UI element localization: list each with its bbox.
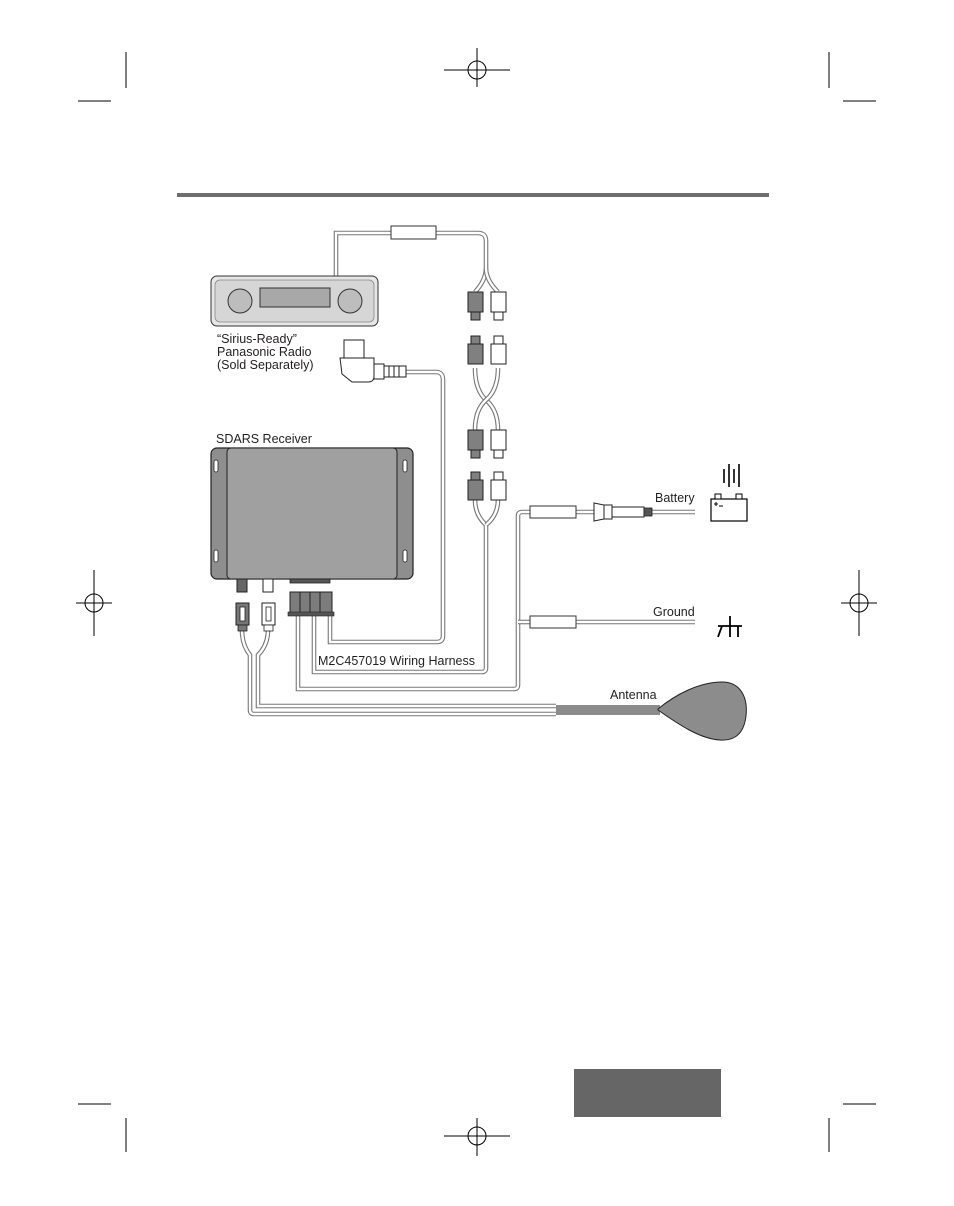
- antenna-label: Antenna: [610, 688, 657, 702]
- battery-plug: [593, 502, 653, 522]
- antenna-port: [236, 578, 248, 593]
- antenna-puck: [657, 681, 747, 741]
- registration-crosshair-icon: [841, 570, 877, 636]
- ground-terminal: [529, 615, 577, 629]
- connector-pair-4: [467, 471, 507, 501]
- din-plug-connector: [339, 339, 407, 383]
- radio-label-line1: “Sirius-Ready”: [217, 332, 297, 346]
- mounting-slot: [213, 549, 219, 563]
- antenna-port: [262, 578, 274, 593]
- harness-label: M2C457019 Wiring Harness: [318, 654, 475, 668]
- radio-label-line2: Panasonic Radio: [217, 345, 312, 359]
- page-tab: [574, 1069, 721, 1117]
- antenna-cable: [556, 705, 660, 715]
- registration-crosshair-icon: [444, 48, 510, 87]
- battery-fuse: [529, 505, 577, 519]
- ground-symbol-icon: [717, 616, 742, 638]
- mounting-slot: [402, 549, 408, 563]
- header-rule: [177, 193, 769, 197]
- battery-label: Battery: [655, 491, 695, 505]
- connector-pair-2: [467, 335, 507, 365]
- antenna-plugs: [235, 602, 276, 632]
- radio-right-knob: [337, 288, 363, 314]
- sdars-receiver: [210, 447, 414, 593]
- wires: [239, 230, 695, 717]
- harness-port: [289, 578, 331, 584]
- radio-display: [259, 287, 331, 308]
- battery-icon: [710, 464, 748, 522]
- ground-label: Ground: [653, 605, 695, 619]
- registration-crosshair-icon: [76, 570, 112, 636]
- mounting-slot: [213, 459, 219, 473]
- radio-label-line3: (Sold Separately): [217, 358, 314, 372]
- mounting-slot: [402, 459, 408, 473]
- harness-connector: [287, 591, 335, 617]
- registration-crosshair-icon: [444, 1118, 510, 1156]
- connector-pair-3: [467, 429, 507, 459]
- panasonic-radio: [210, 275, 379, 327]
- receiver-label: SDARS Receiver: [216, 432, 312, 446]
- connector-pair-1: [467, 291, 507, 321]
- inline-fuse: [390, 225, 437, 240]
- crop-marks: [78, 52, 876, 1152]
- radio-left-knob: [227, 288, 253, 314]
